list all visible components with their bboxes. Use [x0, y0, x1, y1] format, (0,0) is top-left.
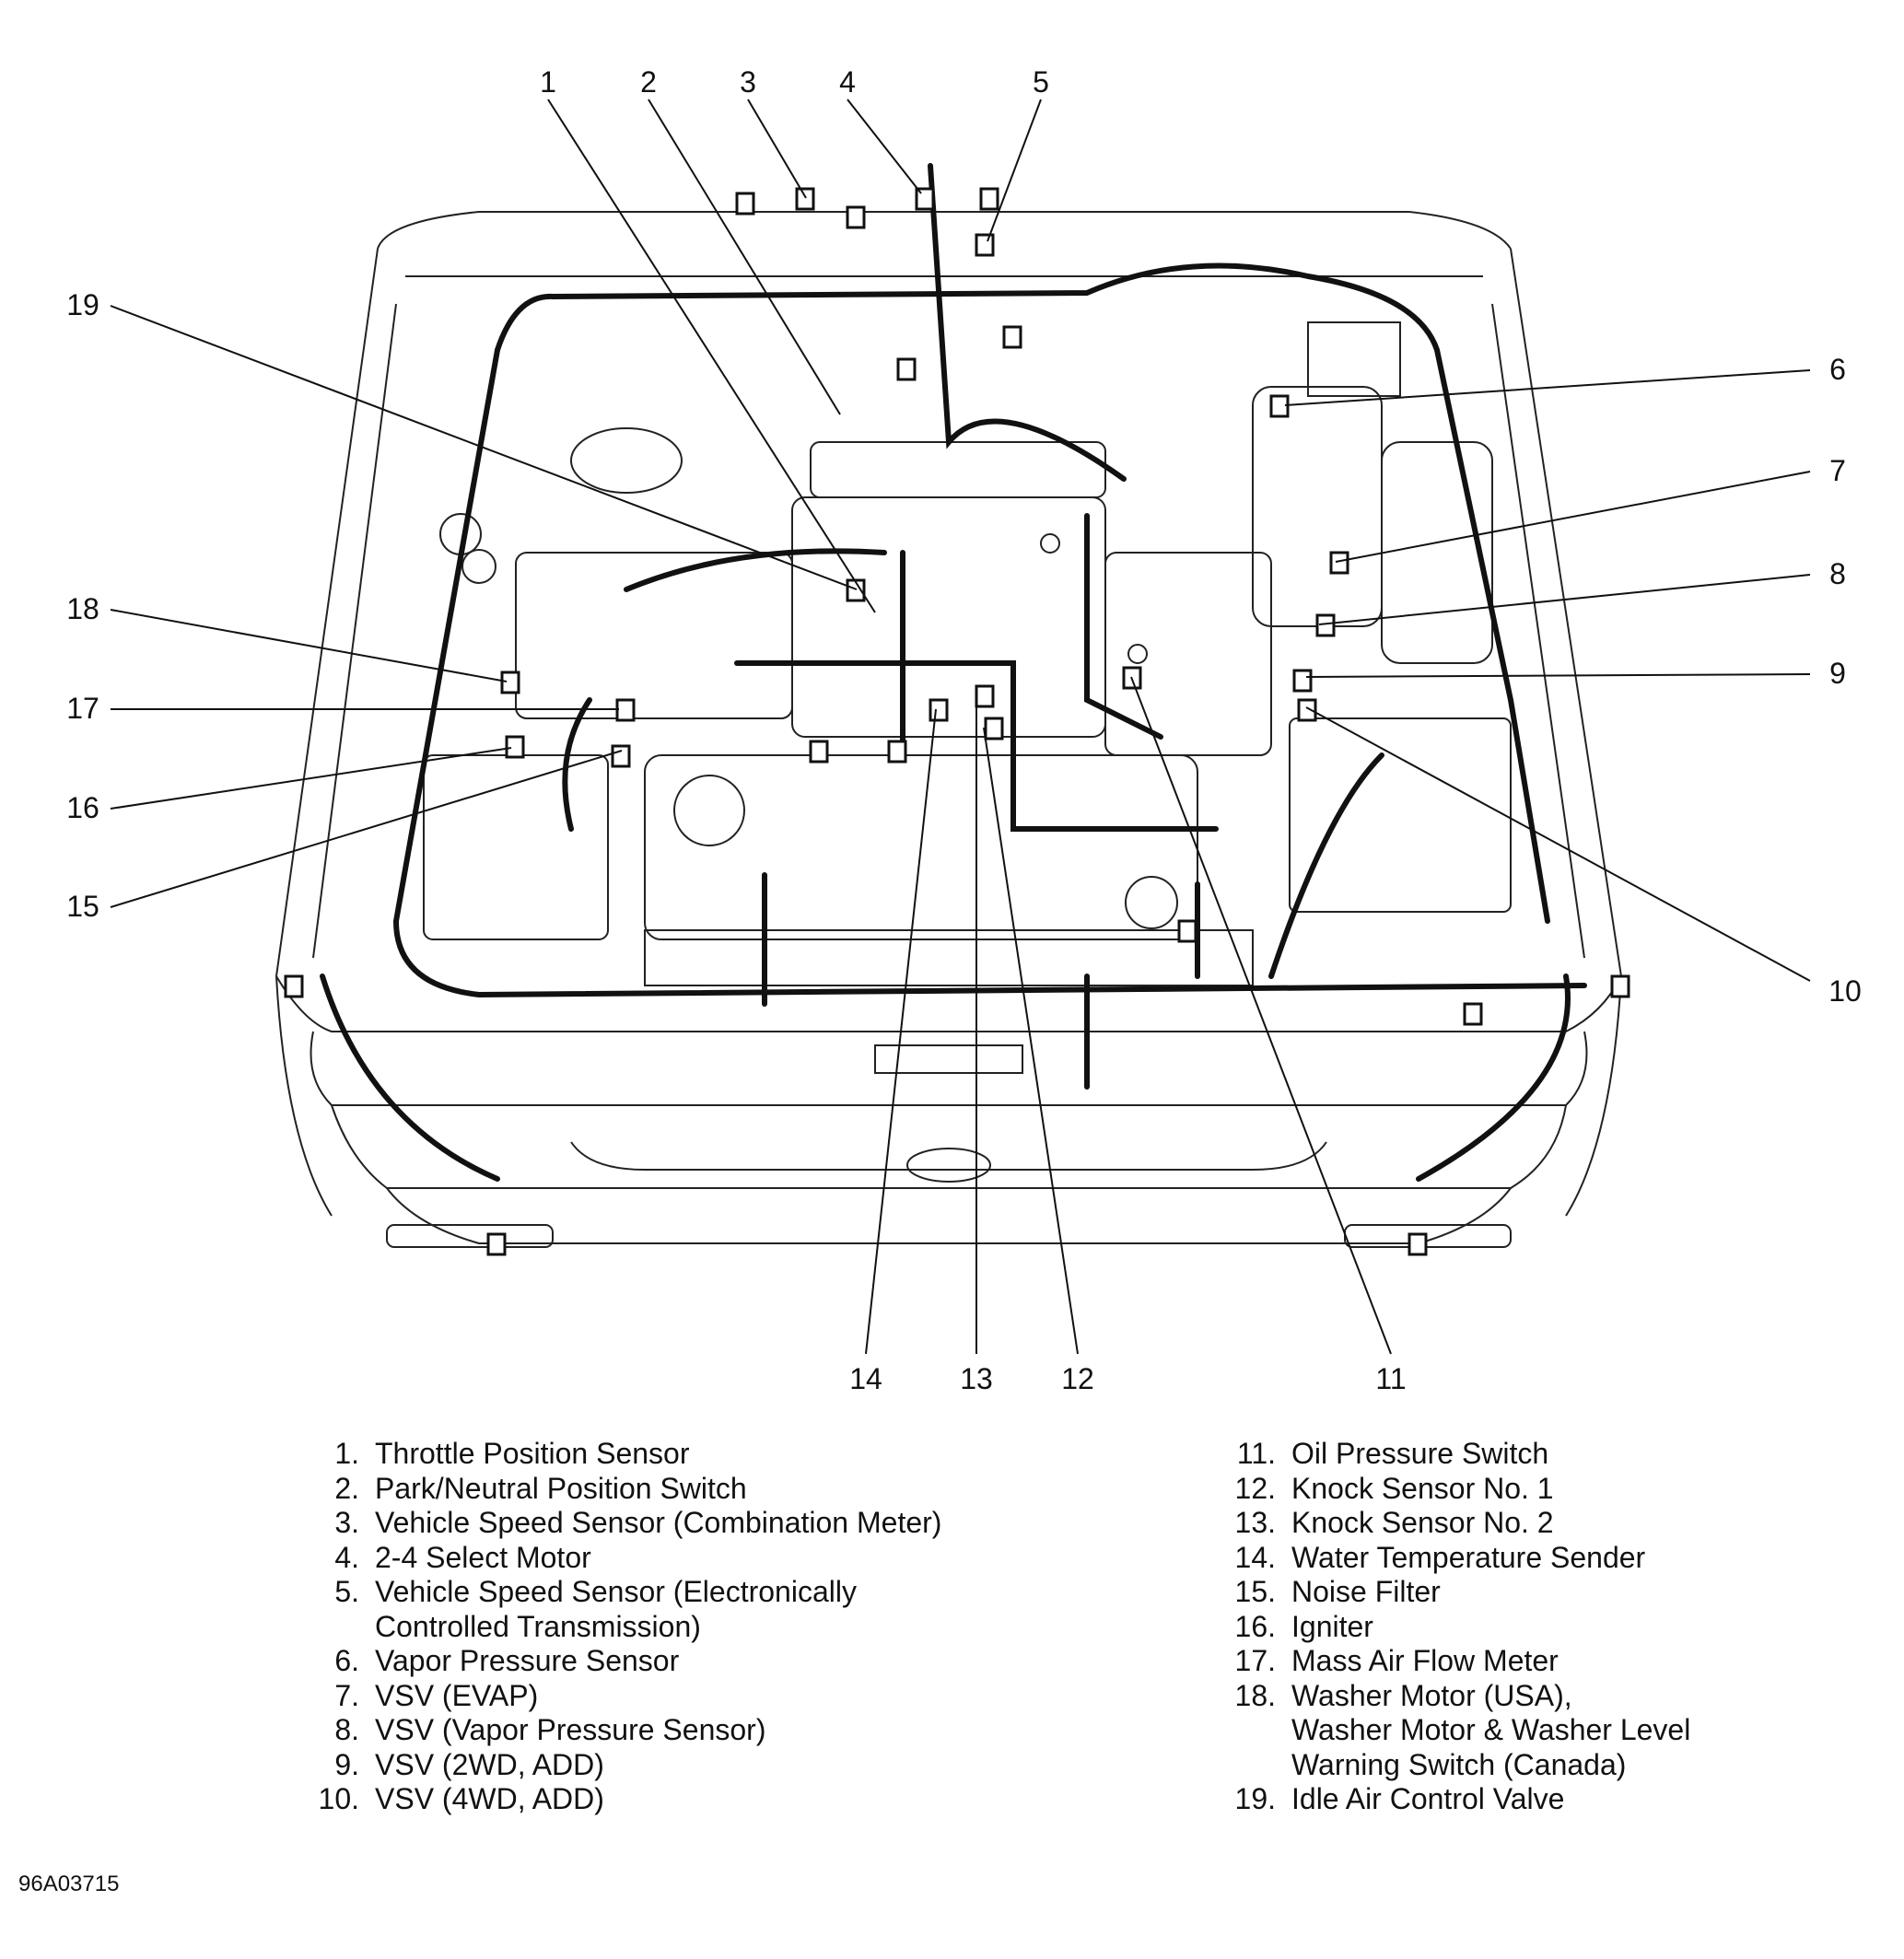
legend-text: Vehicle Speed Sensor (Combination Meter)	[375, 1506, 942, 1539]
legend-text: Mass Air Flow Meter	[1291, 1644, 1559, 1677]
legend-text: Vehicle Speed Sensor (Electronically	[375, 1575, 857, 1608]
legend-item-14: 14. Water Temperature Sender	[1211, 1541, 1690, 1576]
legend-text: Park/Neutral Position Switch	[375, 1471, 747, 1505]
callout-11: 11	[1375, 1362, 1406, 1395]
legend-right: 11. Oil Pressure Switch 12. Knock Sensor N…	[1211, 1437, 1691, 1817]
legend-item-18-continued: Washer Motor & Washer Level	[1211, 1713, 1690, 1748]
leader-lines	[110, 99, 1811, 1355]
legend-text: Knock Sensor No. 1	[1291, 1471, 1554, 1505]
legend-num: 14.	[1234, 1540, 1276, 1574]
legend-num: 8.	[334, 1713, 359, 1746]
legend-text: Washer Motor & Washer Level	[1291, 1713, 1691, 1746]
legend-num: 16.	[1234, 1609, 1276, 1643]
legend-item-2: 2. Park/Neutral Position Switch	[295, 1472, 941, 1507]
callout-12: 12	[1061, 1362, 1094, 1395]
callout-17: 17	[66, 692, 99, 725]
main-wire-harness	[320, 163, 1587, 1182]
callout-2: 2	[640, 65, 657, 99]
legend-num: 9.	[334, 1747, 359, 1781]
callout-1: 1	[540, 65, 556, 99]
legend-text: VSV (4WD, ADD)	[375, 1782, 604, 1815]
legend-text: Knock Sensor No. 2	[1291, 1506, 1554, 1539]
callout-18: 18	[66, 592, 99, 625]
legend-item-19: 19. Idle Air Control Valve	[1211, 1782, 1690, 1817]
legend-num: 11.	[1236, 1437, 1276, 1470]
legend-text: Controlled Transmission)	[375, 1609, 701, 1643]
legend-text: Warning Switch (Canada)	[1291, 1747, 1627, 1781]
legend-num: 13.	[1234, 1506, 1276, 1539]
legend-item-18-continued-2: Warning Switch (Canada)	[1211, 1748, 1690, 1783]
legend-num: 2.	[334, 1471, 359, 1505]
callout-4: 4	[839, 65, 856, 99]
legend-num: 10.	[318, 1782, 359, 1815]
callout-15: 15	[66, 890, 99, 923]
legend-item-10: 10. VSV (4WD, ADD)	[295, 1782, 941, 1817]
legend-item-12: 12. Knock Sensor No. 1	[1211, 1472, 1690, 1507]
callout-6: 6	[1829, 353, 1846, 386]
legend-item-17: 17. Mass Air Flow Meter	[1211, 1644, 1690, 1679]
callout-10: 10	[1828, 974, 1862, 1008]
legend-text: VSV (2WD, ADD)	[375, 1747, 604, 1781]
figure-id: 96A03715	[18, 1872, 120, 1896]
legend-num: 17.	[1234, 1644, 1276, 1677]
vehicle-outline	[275, 211, 1623, 1248]
legend-num: 18.	[1234, 1678, 1276, 1712]
callout-7: 7	[1829, 454, 1846, 487]
legend-text: Noise Filter	[1291, 1575, 1441, 1608]
harness-connectors	[284, 187, 1630, 1256]
callout-labels: 1 2 3 4 5 6 7 8 9 10 11 12 13 14 15 16 1…	[66, 65, 1862, 1395]
legend-item-8: 8. VSV (Vapor Pressure Sensor)	[295, 1713, 941, 1748]
legend-item-15: 15. Noise Filter	[1211, 1575, 1690, 1610]
legend-item-9: 9. VSV (2WD, ADD)	[295, 1748, 941, 1783]
legend-text: Throttle Position Sensor	[375, 1437, 690, 1470]
legend-item-16: 16. Igniter	[1211, 1610, 1690, 1645]
legend-item-11: 11. Oil Pressure Switch	[1211, 1437, 1690, 1472]
legend-text: VSV (EVAP)	[375, 1678, 539, 1712]
callout-3: 3	[740, 65, 756, 99]
legend-text: Water Temperature Sender	[1291, 1540, 1646, 1574]
legend-text: Oil Pressure Switch	[1291, 1437, 1549, 1470]
legend-item-4: 4. 2-4 Select Motor	[295, 1541, 941, 1576]
legend-item-13: 13. Knock Sensor No. 2	[1211, 1506, 1690, 1541]
callout-14: 14	[849, 1362, 882, 1395]
callout-9: 9	[1829, 657, 1846, 690]
legend-item-18: 18. Washer Motor (USA),	[1211, 1679, 1690, 1714]
legend-num: 4.	[334, 1540, 359, 1574]
legend-text: 2-4 Select Motor	[375, 1540, 591, 1574]
callout-5: 5	[1033, 65, 1049, 99]
legend-text: Washer Motor (USA),	[1291, 1678, 1572, 1712]
legend-item-3: 3. Vehicle Speed Sensor (Combination Mete…	[295, 1506, 941, 1541]
legend-num: 1.	[334, 1437, 359, 1470]
callout-16: 16	[66, 791, 99, 824]
legend-num: 15.	[1234, 1575, 1276, 1608]
callout-19: 19	[66, 288, 99, 321]
engine-compartment-diagram: 1 2 3 4 5 6 7 8 9 10 11 12 13 14 15 16 1…	[66, 65, 1862, 1395]
legend-item-1: 1. Throttle Position Sensor	[295, 1437, 941, 1472]
legend-text: VSV (Vapor Pressure Sensor)	[375, 1713, 766, 1746]
legend-num: 3.	[334, 1506, 359, 1539]
legend-item-5: 5. Vehicle Speed Sensor (Electronically	[295, 1575, 941, 1610]
legend-num: 5.	[334, 1575, 359, 1608]
callout-13: 13	[960, 1362, 993, 1395]
legend-text: Idle Air Control Valve	[1291, 1782, 1565, 1815]
legend-text: Igniter	[1291, 1609, 1373, 1643]
legend-num: 7.	[334, 1678, 359, 1712]
legend-item-5-continued: Controlled Transmission)	[295, 1610, 941, 1645]
legend-num: 19.	[1234, 1782, 1276, 1815]
legend-item-7: 7. VSV (EVAP)	[295, 1679, 941, 1714]
legend-num: 6.	[334, 1644, 359, 1677]
callout-8: 8	[1829, 557, 1846, 590]
legend-left: 1. Throttle Position Sensor 2. Park/Neutra…	[295, 1437, 942, 1817]
legend-item-6: 6. Vapor Pressure Sensor	[295, 1644, 941, 1679]
legend-num: 12.	[1234, 1471, 1276, 1505]
legend-text: Vapor Pressure Sensor	[375, 1644, 680, 1677]
